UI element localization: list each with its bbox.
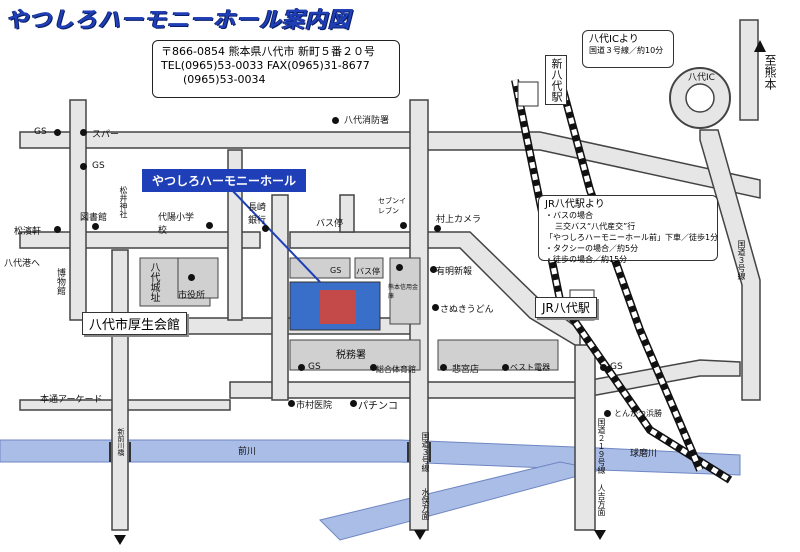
hospital-label: 市村医院 xyxy=(296,401,333,411)
landmark-dot xyxy=(80,129,87,136)
seven-eleven-label: セブンイレブン xyxy=(378,197,406,215)
tonkatsu-label: とんかつ浜勝 xyxy=(614,409,662,418)
landmark-dot xyxy=(430,266,437,273)
gs-label: GS xyxy=(330,266,342,275)
landmark-dot xyxy=(440,364,447,371)
jr-callout-line: ・タクシーの場合／約5分 xyxy=(545,244,639,253)
bus-stop-label: バス停 xyxy=(316,219,344,229)
phone-fax-line: TEL(0965)53-0033 FAX(0965)31-8677 xyxy=(161,59,370,72)
landmark-dot xyxy=(434,225,441,232)
jr-callout-line: ・徒歩の場合／約15分 xyxy=(545,255,628,264)
landmark-dot xyxy=(206,222,213,229)
minamata-label: 水俣方面 xyxy=(421,488,430,520)
phone-line-2: (0965)53-0034 xyxy=(183,73,266,86)
ic-callout-heading: 八代ICより xyxy=(589,34,639,45)
landmark-dot xyxy=(298,364,305,371)
museum-label: 博物館 xyxy=(55,268,65,295)
murakami-camera-label: 村上カメラ xyxy=(436,215,482,225)
gs-label: GS xyxy=(308,362,321,372)
ic-callout: 八代ICより 国道３号線／約10分 xyxy=(582,30,674,68)
landmark-dot xyxy=(288,400,295,407)
landmark-dot xyxy=(262,225,269,232)
gs-label: GS xyxy=(610,362,623,372)
hall-label: やつしろハーモニーホール xyxy=(142,169,307,192)
landmark-dot xyxy=(502,364,509,371)
landmark-dot xyxy=(54,129,61,136)
address-box: 〒866-0854 熊本県八代市 新町５番２０号 TEL(0965)53-003… xyxy=(152,40,400,98)
kosei-kaikan-label: 八代市厚生会館 xyxy=(82,312,188,335)
ariake-label: 有明新報 xyxy=(436,267,473,277)
ic-callout-line: 国道３号線／約10分 xyxy=(589,46,664,55)
jr-callout-line: ・バスの場合 xyxy=(545,211,593,220)
jr-yatsushiro-station-label: JR八代駅 xyxy=(535,297,597,318)
bus-stop-label: バス停 xyxy=(356,267,380,276)
castle-label: 八代城址 xyxy=(148,262,159,302)
kasen-label: 悲宮店 xyxy=(452,365,480,375)
landmark-dot xyxy=(432,304,439,311)
nagasaki-bank-label: 長崎銀行 xyxy=(248,203,267,226)
matsui-shrine-label: 松井神社 xyxy=(119,186,128,218)
route3-label: 国道３号線 xyxy=(421,432,430,472)
blocks xyxy=(139,257,559,371)
arcade-label: 本通アーケード xyxy=(40,395,103,405)
fire-station-label: 八代消防署 xyxy=(344,116,390,126)
address-line: 〒866-0854 熊本県八代市 新町５番２０号 xyxy=(161,45,375,58)
landmark-dot xyxy=(188,274,195,281)
maegawa-label: 前川 xyxy=(238,447,257,457)
jr-callout: JR八代駅より ・バスの場合 三交バス“八代産交”行 「やつしろハーモニーホール… xyxy=(538,195,719,264)
route3-right-label: 国道３号線 xyxy=(737,240,746,280)
jr-callout-line: 「やつしろハーモニーホール前」下車／徒歩1分 xyxy=(545,233,719,242)
gs-label: GS xyxy=(34,127,47,137)
landmark-dot xyxy=(92,223,99,230)
landmark-dot xyxy=(350,400,357,407)
udon-label: さぬきうどん xyxy=(440,305,494,315)
shin-yatsushiro-label: 新八代駅 xyxy=(545,55,567,105)
bridge-label: 新前川橋 xyxy=(117,428,125,456)
city-hall-label: 市役所 xyxy=(178,291,206,301)
kumagawa-label: 球磨川 xyxy=(630,449,658,459)
daiyo-school-label: 代陽小学校 xyxy=(158,213,195,236)
super-label: スパー xyxy=(92,130,120,140)
best-denki-label: ベスト電器 xyxy=(510,363,551,372)
gs-label: GS xyxy=(92,161,105,171)
to-kumamoto-label: 至熊本 xyxy=(763,54,777,90)
jr-callout-line: 三交バス“八代産交”行 xyxy=(555,222,636,231)
landmark-dot xyxy=(396,264,403,271)
matsuhama-label: 松濱軒 xyxy=(14,227,42,237)
landmark-dot xyxy=(370,364,377,371)
landmark-dot xyxy=(332,117,339,124)
tax-office-label: 税務署 xyxy=(336,350,366,361)
bank-label: 熊本信用金庫 xyxy=(388,284,419,300)
ic-label: 八代IC xyxy=(688,73,715,83)
pachinko-label: パチンコ xyxy=(358,401,398,412)
jr-callout-heading: JR八代駅より xyxy=(545,199,605,210)
landmark-dot xyxy=(400,222,407,229)
landmark-dot xyxy=(600,364,607,371)
kuma-river-branch xyxy=(319,461,601,541)
library-label: 図書館 xyxy=(80,213,108,223)
landmark-dot xyxy=(54,226,61,233)
route219-label: 国道２１９号線 xyxy=(597,418,606,474)
gym-label: 総合体育館 xyxy=(376,365,416,374)
landmark-dot xyxy=(604,410,611,417)
map-title: やつしろハーモニーホール案内図 xyxy=(6,8,352,33)
landmark-dot xyxy=(80,163,87,170)
port-label: 八代港へ xyxy=(4,259,41,269)
hitoyoshi-label: 人吉方面 xyxy=(597,484,606,516)
arrow-icon xyxy=(754,40,766,52)
